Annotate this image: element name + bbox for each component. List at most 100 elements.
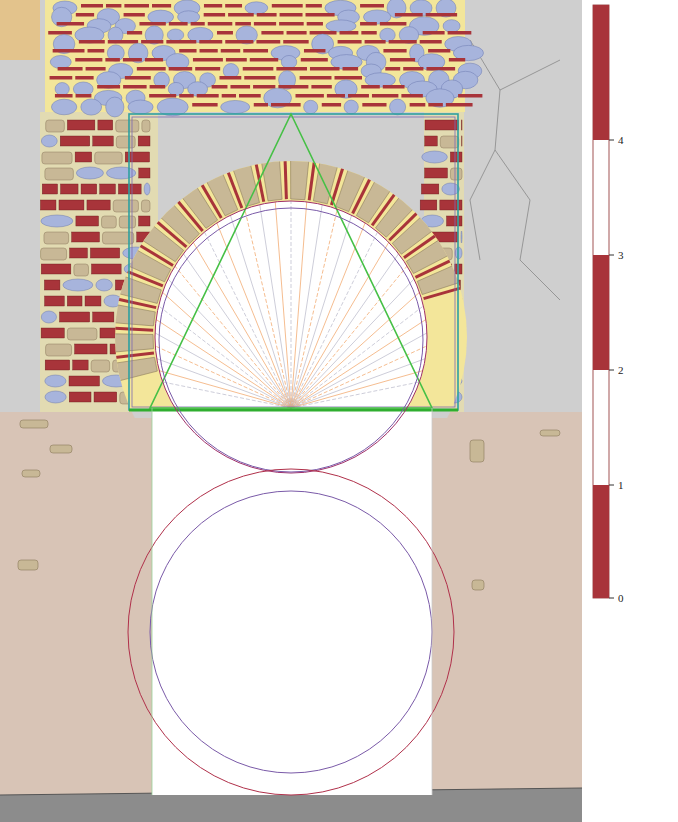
brick [113,328,153,330]
radial-line [291,254,399,408]
radial-line [217,223,291,408]
brick [86,67,106,71]
stone [344,100,358,114]
brick [75,58,102,62]
radial-line [291,209,337,408]
stone [390,99,406,115]
brick [199,40,222,44]
brick [58,67,83,71]
scale-segment [593,255,609,370]
brick [75,152,92,162]
brick [253,85,275,89]
stone [63,279,93,291]
brick [239,94,261,98]
stone [95,152,122,164]
scale-segment [593,5,609,140]
brick [389,40,417,44]
mortar-zone [45,0,465,112]
brick [420,40,442,44]
brick [426,13,457,17]
brick [310,67,340,71]
brick [283,40,308,44]
brick [69,392,91,402]
radial-line [291,333,427,408]
brick [124,13,145,17]
brick [81,184,97,194]
brick [261,31,283,35]
radial-line [260,205,291,408]
brick [423,31,445,35]
scale-number: 0 [618,593,624,604]
brick [426,67,455,71]
brick [123,58,142,62]
radial-line [291,205,322,408]
voussoir [261,159,282,201]
radial-line [291,319,426,408]
brick [137,67,166,71]
radial-line [291,223,365,408]
brick [254,103,268,107]
brick [225,40,253,44]
brick [448,31,472,35]
brick [425,168,448,178]
brick [100,184,116,194]
brick [360,22,377,26]
brick [106,4,121,8]
voussoir [291,159,309,200]
radial-line [291,202,307,408]
brick [287,31,307,35]
brick [61,184,79,194]
stone [443,20,460,33]
construction-circle [159,208,423,472]
stone [81,99,102,115]
stone [281,55,297,68]
stone [45,391,66,403]
brick [428,103,443,107]
stone [18,560,38,570]
brick [219,76,241,80]
stone [97,72,121,89]
brick [271,103,301,107]
brick [300,76,332,80]
brick [76,13,94,17]
stone [45,168,74,180]
brick [243,67,274,71]
voussoir [336,169,366,212]
brick [42,184,57,194]
stone [96,279,112,291]
brick [424,288,462,299]
radial-line [163,292,291,408]
brick [91,264,121,274]
brick [461,136,462,146]
brick [372,94,398,98]
radial-line [183,254,291,408]
brick [59,200,84,210]
voussoir [118,276,161,303]
crack-line [470,40,560,300]
stone [73,82,93,96]
door-opening [152,408,432,795]
brick [124,4,149,8]
stone [67,328,97,340]
voussoir [233,164,260,207]
brick [410,103,426,107]
stone [461,231,463,243]
brick [50,76,73,80]
brick [193,58,223,62]
brick [149,94,176,98]
radial-line [275,202,291,408]
stone [76,167,103,179]
brick [53,49,85,53]
stone [41,311,56,323]
brick [446,103,473,107]
brick [127,31,142,35]
stone [178,11,200,23]
radial-line [291,201,292,408]
brick [123,85,147,89]
radial-line [291,371,423,408]
brick [97,85,120,89]
brick [385,67,400,71]
stone [148,10,174,24]
brick [60,136,90,146]
jamb-line [152,408,153,795]
